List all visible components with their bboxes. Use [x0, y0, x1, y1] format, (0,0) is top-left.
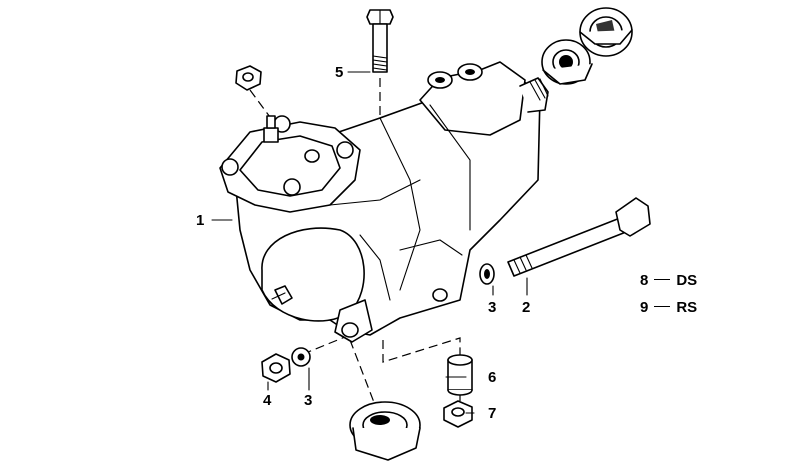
bolt-5 [366, 9, 394, 73]
legend-dash [654, 305, 671, 307]
seal-upper-inner [541, 39, 593, 85]
callout-4: 4 [263, 392, 272, 409]
callout-3-right: 3 [488, 299, 497, 316]
callout-1: 1 [196, 212, 205, 229]
top-nut [235, 65, 262, 91]
callout-7: 7 [488, 405, 497, 422]
legend-dash [654, 278, 671, 280]
callout-6: 6 [488, 369, 497, 386]
leader-lines [211, 71, 528, 414]
seal-upper-outer [579, 7, 633, 57]
legend-row-8: 8 DS [640, 273, 697, 288]
bushing-6 [447, 354, 473, 396]
legend-number: 9 [640, 299, 649, 316]
nut-7 [443, 400, 473, 428]
legend-code: DS [676, 272, 698, 289]
callout-3-left: 3 [304, 392, 313, 409]
steering-gear-housing [219, 61, 549, 343]
washer-3-right [479, 263, 495, 285]
bolt-2 [507, 197, 651, 277]
seal-lower [349, 401, 421, 461]
nut-4 [261, 353, 291, 383]
callout-2: 2 [522, 299, 531, 316]
washer-3-left [291, 347, 311, 367]
legend-number: 8 [640, 272, 649, 289]
legend-row-9: 9 RS [640, 300, 697, 315]
legend-code: RS [676, 299, 698, 316]
callout-5: 5 [335, 64, 344, 81]
